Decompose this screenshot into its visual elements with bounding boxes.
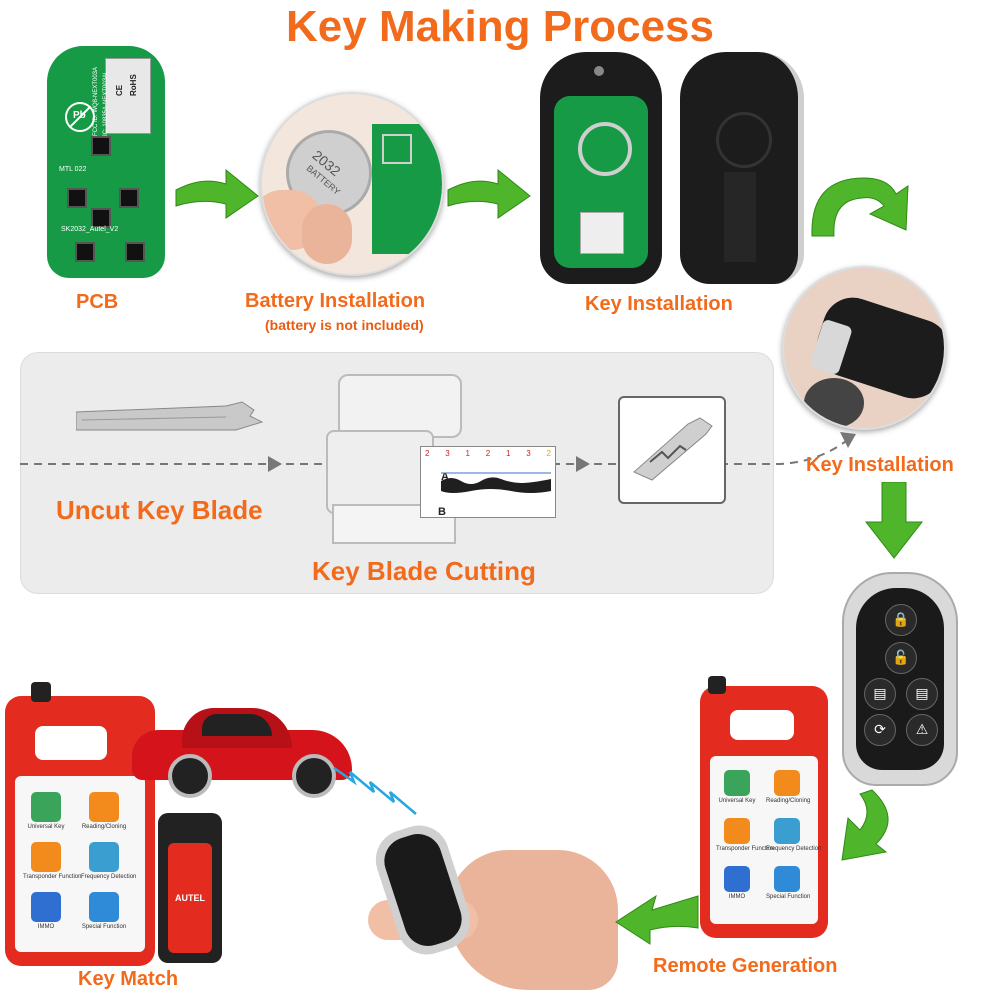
device-app-tile[interactable]	[31, 792, 61, 822]
uncut-key-blade	[76, 401, 264, 431]
device-app-tile[interactable]	[89, 792, 119, 822]
device-app-label: Frequency Detection	[81, 874, 137, 880]
red-car	[132, 700, 352, 798]
remote-start-icon: ⟳	[864, 714, 896, 746]
pcb-board: FCC ID: WQ8-NEXT003A IC: 10835A-NEXT003A…	[47, 46, 165, 278]
device-app-tile[interactable]	[724, 818, 750, 844]
down-arrow-icon	[864, 482, 924, 559]
pcb-model-text: SK2032_Autel_V2	[61, 226, 119, 233]
key-installation-label-1: Key Installation	[585, 293, 733, 315]
finger	[302, 204, 352, 264]
device-app-tile[interactable]	[724, 770, 750, 796]
key-installation-label-2: Key Installation	[806, 454, 954, 476]
device-app-label: Universal Key	[718, 798, 756, 804]
device-app-label: Special Function	[766, 894, 811, 900]
device-app-label: IMMO	[37, 924, 55, 930]
pcb-chip	[91, 208, 111, 228]
machine-number: 3	[526, 449, 531, 458]
pcb-chip	[67, 188, 87, 208]
pcb-label: PCB	[76, 291, 119, 313]
curved-arrow-icon	[447, 168, 531, 219]
machine-number: 2	[425, 449, 430, 458]
trunk-icon: ▤	[906, 678, 938, 710]
device-app-label: IMMO	[728, 894, 746, 900]
blade-cutting-label: Key Blade Cutting	[312, 556, 536, 586]
trunk-icon: ▤	[864, 678, 896, 710]
pcb-ce-text: CE	[115, 84, 124, 96]
device-app-tile[interactable]	[89, 842, 119, 872]
pb-free-icon: Pb	[65, 102, 95, 132]
pcb-chip	[91, 136, 111, 156]
device-app-label: Frequency Detection	[766, 846, 822, 852]
device-app-tile[interactable]	[774, 770, 800, 796]
cut-key-blade-box	[618, 396, 726, 504]
pcb-fcc-text: FCC ID: WQ8-NEXT003A	[93, 66, 99, 136]
device-app-label: Reading/Cloning	[81, 824, 127, 830]
pcb-chip	[119, 188, 139, 208]
machine-number: 2	[485, 449, 491, 458]
key-shell-back	[680, 52, 804, 284]
device-app-label: Special Function	[81, 924, 127, 930]
page-title: Key Making Process	[286, 2, 714, 51]
device-app-tile[interactable]	[31, 842, 61, 872]
lock-icon: 🔒	[885, 604, 917, 636]
machine-number: 3	[445, 449, 450, 458]
battery-note: (battery is not included)	[265, 317, 424, 333]
obd-dongle: AUTEL	[158, 813, 222, 963]
panic-icon: ⚠	[906, 714, 938, 746]
key-installation-photo	[782, 266, 946, 430]
device-app-tile[interactable]	[774, 818, 800, 844]
battery-installation-label: Battery Installation	[245, 290, 426, 312]
remote-generation-label: Remote Generation	[653, 955, 838, 977]
machine-row-b: B	[438, 506, 446, 518]
key-match-label: Key Match	[78, 968, 179, 990]
machine-number: 1	[465, 449, 470, 458]
uncut-blade-label: Uncut Key Blade	[56, 495, 263, 525]
pcb-rohs-text: RoHS	[129, 74, 138, 96]
device-app-label: Universal Key	[27, 824, 65, 830]
machine-number: 2	[546, 449, 551, 458]
key-shell-front	[540, 52, 662, 284]
device-app-tile[interactable]	[89, 892, 119, 922]
unlock-icon: 🔓	[885, 642, 917, 674]
device-app-tile[interactable]	[774, 866, 800, 892]
curved-arrow-icon	[841, 789, 889, 861]
machine-row-a: A	[441, 471, 449, 483]
device-app-tile[interactable]	[31, 892, 61, 922]
pcb-ic-text: IC: 10835A-NEXT003AL	[103, 70, 109, 136]
curved-arrow-icon	[811, 177, 909, 237]
device-app-label: Reading/Cloning	[766, 798, 811, 804]
signal-zigzag-icon	[333, 766, 417, 815]
pcb-chip	[125, 242, 145, 262]
device-app-label: Transponder Function	[23, 874, 82, 880]
pcb-chip	[75, 242, 95, 262]
device-app-tile[interactable]	[724, 866, 750, 892]
device-app-label: Transponder Function	[716, 846, 775, 852]
battery-installation-photo: 2032 BATTERY	[260, 92, 444, 276]
curved-arrow-icon	[615, 894, 699, 945]
key-cutting-machine: 2 3 1 2 1 3 2 A B	[322, 374, 562, 544]
pcb-mtl-text: MTL 022	[59, 166, 87, 173]
hand-holding-key	[368, 817, 628, 990]
finished-smart-key: 🔒 🔓 ▤ ▤ ⟳ ⚠	[842, 572, 958, 786]
machine-number: 1	[506, 449, 511, 458]
curved-arrow-icon	[175, 168, 259, 219]
dongle-brand-text: AUTEL	[175, 893, 205, 903]
dashed-arrow-icon	[20, 432, 856, 472]
